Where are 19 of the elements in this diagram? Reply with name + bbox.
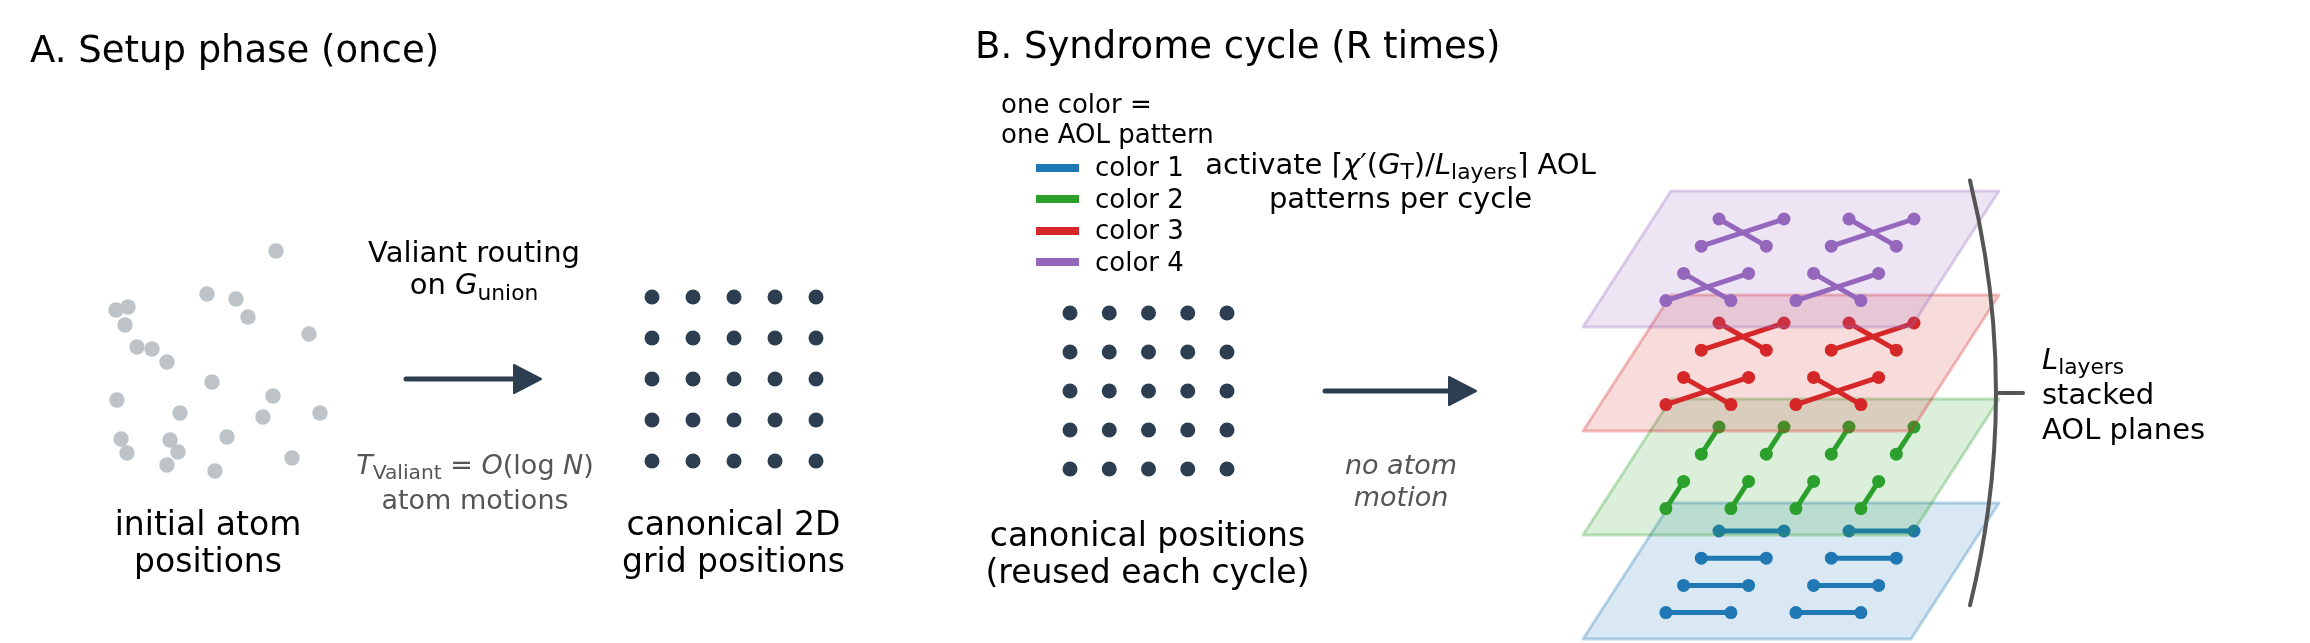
node-caption: initial atom positions [113,505,303,580]
brace-label: L$_{layers}$ stacked AOL planes [2042,342,2207,447]
arrow [403,364,542,394]
legend-label: color 3 [1095,215,1184,247]
annotation: activate ⌈χ′(G$_{T}$)/L$_{layers}$⌉ AOL patterns per cycle [1205,148,1597,216]
edge-label: Valiant routing on G$_{union}$ [367,236,581,301]
atom-grid-drawing [644,289,824,469]
panel-title: B. Syndrome cycle (R times) [975,24,1501,69]
legend-label: color 4 [1095,246,1184,278]
complexity-note: T$_{Valiant}$ = O(log N) atom motions [355,448,595,518]
legend-label: color 2 [1095,183,1184,215]
scattered-atoms-drawing [108,243,329,480]
node-caption: canonical 2D grid positions [621,505,846,580]
edge-label: no atom motion [1343,449,1459,513]
arrow [1322,376,1477,406]
node-caption: canonical positions (reused each cycle) [984,516,1311,591]
panel-title: A. Setup phase (once) [30,28,440,73]
legend-label: color 1 [1095,152,1184,184]
atom-grid-drawing [1062,305,1235,477]
